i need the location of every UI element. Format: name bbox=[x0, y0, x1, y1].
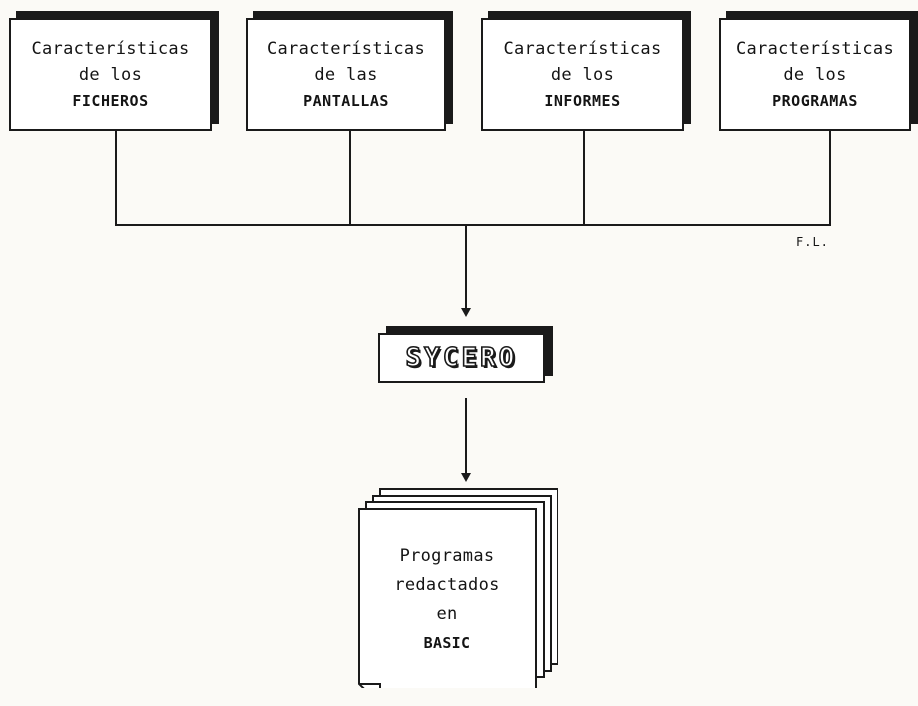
box-pantallas-line1: Características bbox=[266, 38, 426, 59]
connector-down-to-output bbox=[465, 398, 467, 474]
box-programas: Características de los PROGRAMAS bbox=[719, 18, 911, 131]
arrow-to-sycero bbox=[461, 308, 471, 317]
box-ficheros: Características de los FICHEROS bbox=[9, 18, 212, 131]
box-informes-line2: de los bbox=[550, 64, 615, 85]
box-pantallas-line2: de las bbox=[314, 64, 378, 85]
box-informes-line3: INFORMES bbox=[544, 91, 621, 110]
output-document-stack: Programas redactados en BASIC bbox=[358, 488, 558, 706]
output-line2: redactados bbox=[394, 575, 500, 595]
box-programas-line3: PROGRAMAS bbox=[772, 91, 858, 110]
connector-programas bbox=[829, 131, 831, 225]
output-line1: Programas bbox=[399, 546, 495, 566]
author-initials: F.L. bbox=[796, 235, 829, 249]
output-document-text: Programas redactados en BASIC bbox=[358, 542, 536, 658]
box-programas-line2: de los bbox=[783, 64, 847, 85]
output-line4: BASIC bbox=[423, 634, 471, 652]
connector-informes bbox=[583, 131, 585, 225]
connector-horizontal bbox=[115, 224, 831, 226]
box-ficheros-line3: FICHEROS bbox=[72, 91, 149, 110]
sycero-label: SYCERO bbox=[405, 342, 518, 374]
connector-pantallas bbox=[349, 131, 351, 225]
box-programas-line1: Características bbox=[735, 38, 895, 59]
output-line3: en bbox=[436, 604, 458, 624]
connector-ficheros bbox=[115, 131, 117, 225]
sycero-box: SYCERO bbox=[378, 333, 545, 383]
box-informes-line1: Características bbox=[503, 38, 662, 59]
box-ficheros-line2: de los bbox=[78, 64, 143, 85]
box-pantallas: Características de las PANTALLAS bbox=[246, 18, 446, 131]
arrow-to-output bbox=[461, 473, 471, 482]
box-ficheros-line1: Características bbox=[31, 38, 190, 59]
document-pages-icon bbox=[358, 488, 558, 688]
connector-down-to-sycero bbox=[465, 225, 467, 310]
box-pantallas-line3: PANTALLAS bbox=[303, 91, 389, 110]
box-informes: Características de los INFORMES bbox=[481, 18, 684, 131]
